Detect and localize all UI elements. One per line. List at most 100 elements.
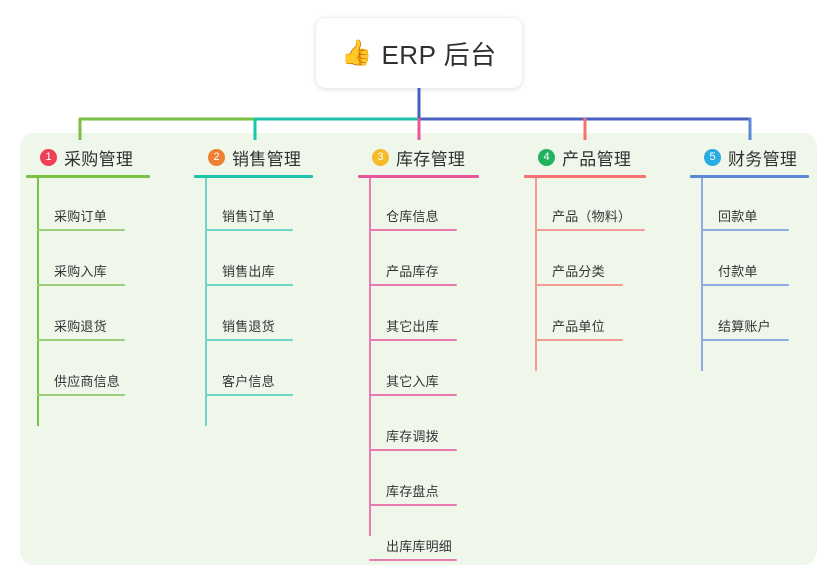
leaf-label: 库存盘点 bbox=[386, 484, 439, 499]
leaf-label: 客户信息 bbox=[222, 374, 275, 389]
branch-badge-1: 1 bbox=[40, 148, 57, 166]
branch-column-1: 1 采购管理 采购订单 采购入库 采购退货 供应商信息 bbox=[26, 144, 176, 426]
leaf-rule bbox=[37, 394, 125, 396]
branch-header-1[interactable]: 1 采购管理 bbox=[26, 144, 176, 170]
leaf-label: 其它出库 bbox=[386, 319, 439, 334]
leaf-label: 产品库存 bbox=[386, 264, 439, 279]
branch-spine-2 bbox=[205, 178, 207, 426]
root-node[interactable]: 👍 ERP 后台 bbox=[316, 18, 522, 88]
branch-column-5: 5 财务管理 回款单 付款单 结算账户 bbox=[690, 144, 830, 371]
root-title: ERP 后台 bbox=[381, 39, 497, 70]
leaf-label: 仓库信息 bbox=[386, 209, 439, 224]
branch-title-1: 采购管理 bbox=[64, 149, 134, 169]
leaf-rule bbox=[37, 339, 125, 341]
leaf-label: 供应商信息 bbox=[54, 374, 121, 389]
branch-spine-3 bbox=[369, 178, 371, 536]
leaf-rule bbox=[205, 394, 293, 396]
branch-badge-5: 5 bbox=[704, 148, 721, 166]
branch-title-4: 产品管理 bbox=[562, 149, 632, 169]
leaf-rule bbox=[37, 229, 125, 231]
leaf-rule bbox=[205, 339, 293, 341]
leaf-label: 产品单位 bbox=[552, 319, 605, 334]
leaf-rule bbox=[535, 229, 645, 231]
branch-spine-5 bbox=[701, 178, 703, 371]
branch-items-4: 产品（物料） 产品分类 产品单位 bbox=[524, 178, 676, 371]
list-item[interactable]: 库存盘点 bbox=[358, 453, 506, 508]
branch-header-2[interactable]: 2 销售管理 bbox=[194, 144, 340, 170]
list-item[interactable]: 销售退货 bbox=[194, 288, 340, 343]
list-item[interactable]: 销售订单 bbox=[194, 178, 340, 233]
branch-column-3: 3 库存管理 仓库信息 产品库存 其它出库 其它入库 库存调拨 bbox=[358, 144, 506, 563]
branch-header-3[interactable]: 3 库存管理 bbox=[358, 144, 506, 170]
branch-column-4: 4 产品管理 产品（物料） 产品分类 产品单位 bbox=[524, 144, 676, 371]
leaf-label: 付款单 bbox=[718, 264, 758, 279]
branch-header-5[interactable]: 5 财务管理 bbox=[690, 144, 830, 170]
leaf-rule bbox=[205, 284, 293, 286]
leaf-rule bbox=[535, 284, 623, 286]
leaf-label: 销售订单 bbox=[222, 209, 275, 224]
list-item[interactable]: 付款单 bbox=[690, 233, 830, 288]
branch-rule-5 bbox=[690, 175, 809, 178]
list-item[interactable]: 回款单 bbox=[690, 178, 830, 233]
leaf-rule bbox=[37, 284, 125, 286]
leaf-label: 库存调拨 bbox=[386, 429, 439, 444]
branch-rule-4 bbox=[524, 175, 646, 178]
list-item[interactable]: 其它入库 bbox=[358, 343, 506, 398]
list-item[interactable]: 采购退货 bbox=[26, 288, 176, 343]
leaf-rule bbox=[369, 229, 457, 231]
leaf-label: 采购退货 bbox=[54, 319, 107, 334]
branch-title-2: 销售管理 bbox=[232, 149, 302, 169]
leaf-rule bbox=[205, 229, 293, 231]
branch-title-5: 财务管理 bbox=[728, 149, 798, 169]
leaf-rule bbox=[701, 284, 789, 286]
branch-items-2: 销售订单 销售出库 销售退货 客户信息 bbox=[194, 178, 340, 426]
leaf-rule bbox=[369, 559, 457, 561]
branch-badge-4: 4 bbox=[538, 148, 555, 166]
list-item[interactable]: 库存调拨 bbox=[358, 398, 506, 453]
list-item[interactable]: 采购订单 bbox=[26, 178, 176, 233]
thumbs-up-icon: 👍 bbox=[341, 38, 373, 67]
branch-items-3: 仓库信息 产品库存 其它出库 其它入库 库存调拨 库存盘点 bbox=[358, 178, 506, 563]
branch-rule-2 bbox=[194, 175, 313, 178]
list-item[interactable]: 产品分类 bbox=[524, 233, 676, 288]
leaf-rule bbox=[369, 284, 457, 286]
leaf-label: 出库库明细 bbox=[386, 539, 453, 554]
leaf-label: 销售出库 bbox=[222, 264, 275, 279]
list-item[interactable]: 客户信息 bbox=[194, 343, 340, 398]
branch-rule-3 bbox=[358, 175, 479, 178]
leaf-rule bbox=[701, 339, 789, 341]
leaf-label: 回款单 bbox=[718, 209, 758, 224]
leaf-label: 结算账户 bbox=[718, 319, 771, 334]
list-item[interactable]: 采购入库 bbox=[26, 233, 176, 288]
branch-header-4[interactable]: 4 产品管理 bbox=[524, 144, 676, 170]
branch-badge-3: 3 bbox=[372, 148, 389, 166]
list-item[interactable]: 仓库信息 bbox=[358, 178, 506, 233]
branch-column-2: 2 销售管理 销售订单 销售出库 销售退货 客户信息 bbox=[194, 144, 340, 426]
branch-items-5: 回款单 付款单 结算账户 bbox=[690, 178, 830, 371]
list-item[interactable]: 产品库存 bbox=[358, 233, 506, 288]
leaf-rule bbox=[369, 504, 457, 506]
branch-spine-4 bbox=[535, 178, 537, 371]
leaf-label: 其它入库 bbox=[386, 374, 439, 389]
list-item[interactable]: 销售出库 bbox=[194, 233, 340, 288]
leaf-rule bbox=[369, 394, 457, 396]
branches-panel bbox=[20, 133, 817, 565]
leaf-label: 采购入库 bbox=[54, 264, 107, 279]
branch-items-1: 采购订单 采购入库 采购退货 供应商信息 bbox=[26, 178, 176, 426]
leaf-rule bbox=[701, 229, 789, 231]
leaf-label: 销售退货 bbox=[222, 319, 275, 334]
branch-badge-2: 2 bbox=[208, 148, 225, 166]
leaf-rule bbox=[535, 339, 623, 341]
branch-spine-1 bbox=[37, 178, 39, 426]
leaf-label: 采购订单 bbox=[54, 209, 107, 224]
list-item[interactable]: 结算账户 bbox=[690, 288, 830, 343]
list-item[interactable]: 产品（物料） bbox=[524, 178, 676, 233]
list-item[interactable]: 供应商信息 bbox=[26, 343, 176, 398]
list-item[interactable]: 其它出库 bbox=[358, 288, 506, 343]
list-item[interactable]: 出库库明细 bbox=[358, 508, 506, 563]
branch-title-3: 库存管理 bbox=[396, 149, 466, 169]
leaf-label: 产品分类 bbox=[552, 264, 605, 279]
list-item[interactable]: 产品单位 bbox=[524, 288, 676, 343]
leaf-label: 产品（物料） bbox=[552, 209, 632, 224]
